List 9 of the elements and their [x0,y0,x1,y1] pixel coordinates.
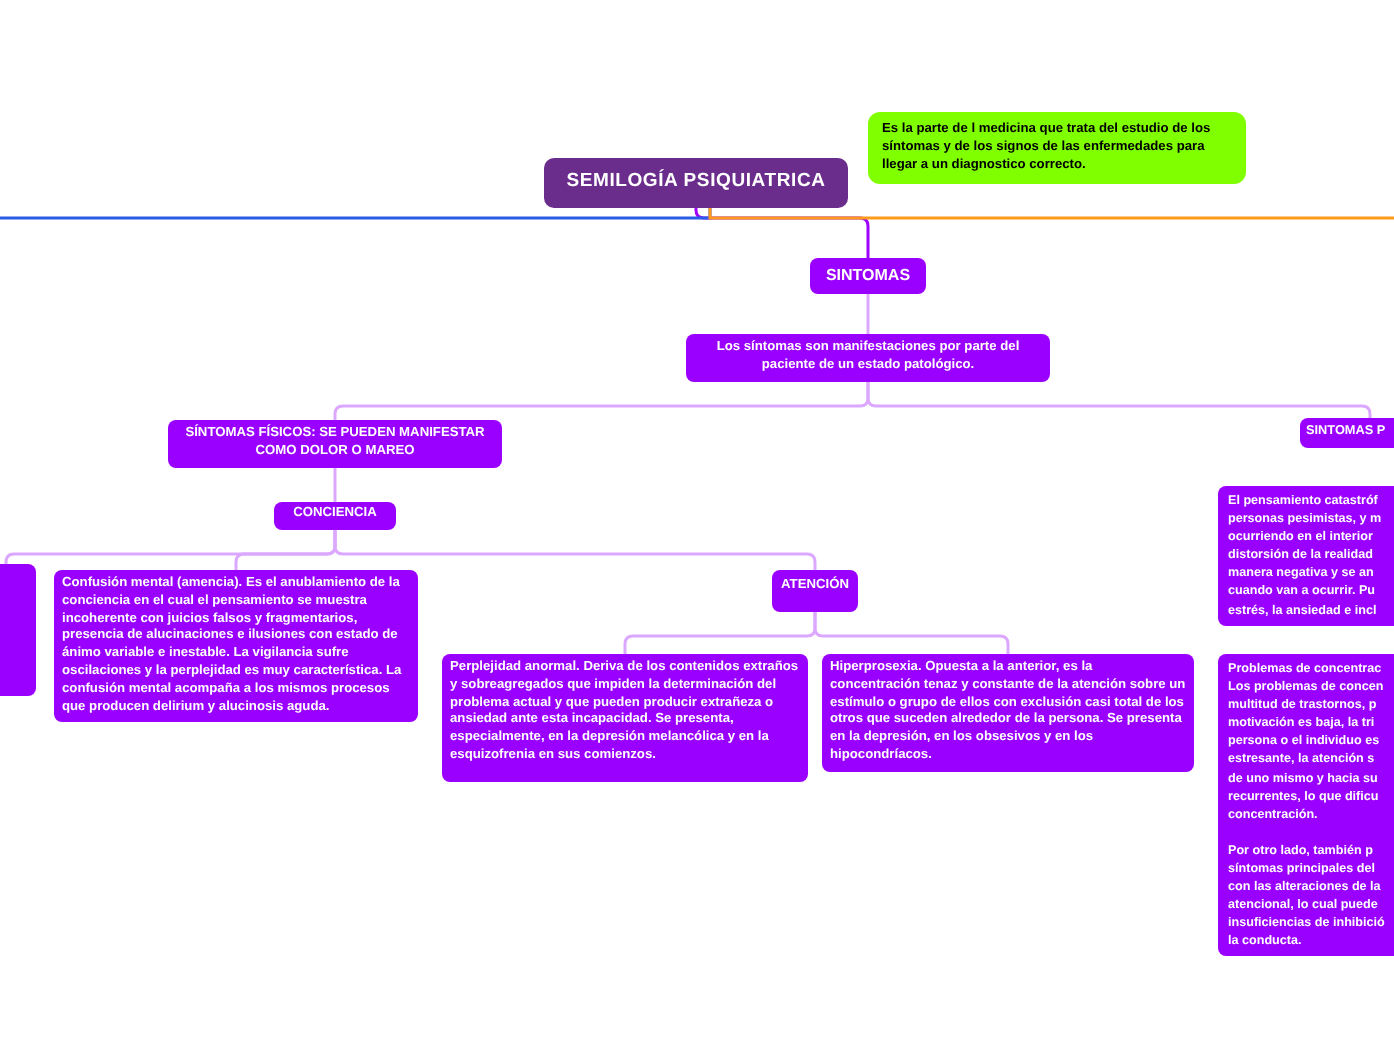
connector-line [813,612,1010,654]
connector-line [866,294,870,334]
topic-box [1218,486,1394,626]
connector-line [866,378,1372,419]
title-box: SEMILOGÍA PSIQUIATRICA [544,158,848,208]
topic-box: SINTOMAS [810,258,926,294]
topic-box [1218,654,1394,957]
connector-line [333,530,817,570]
connector-line [708,208,1394,220]
